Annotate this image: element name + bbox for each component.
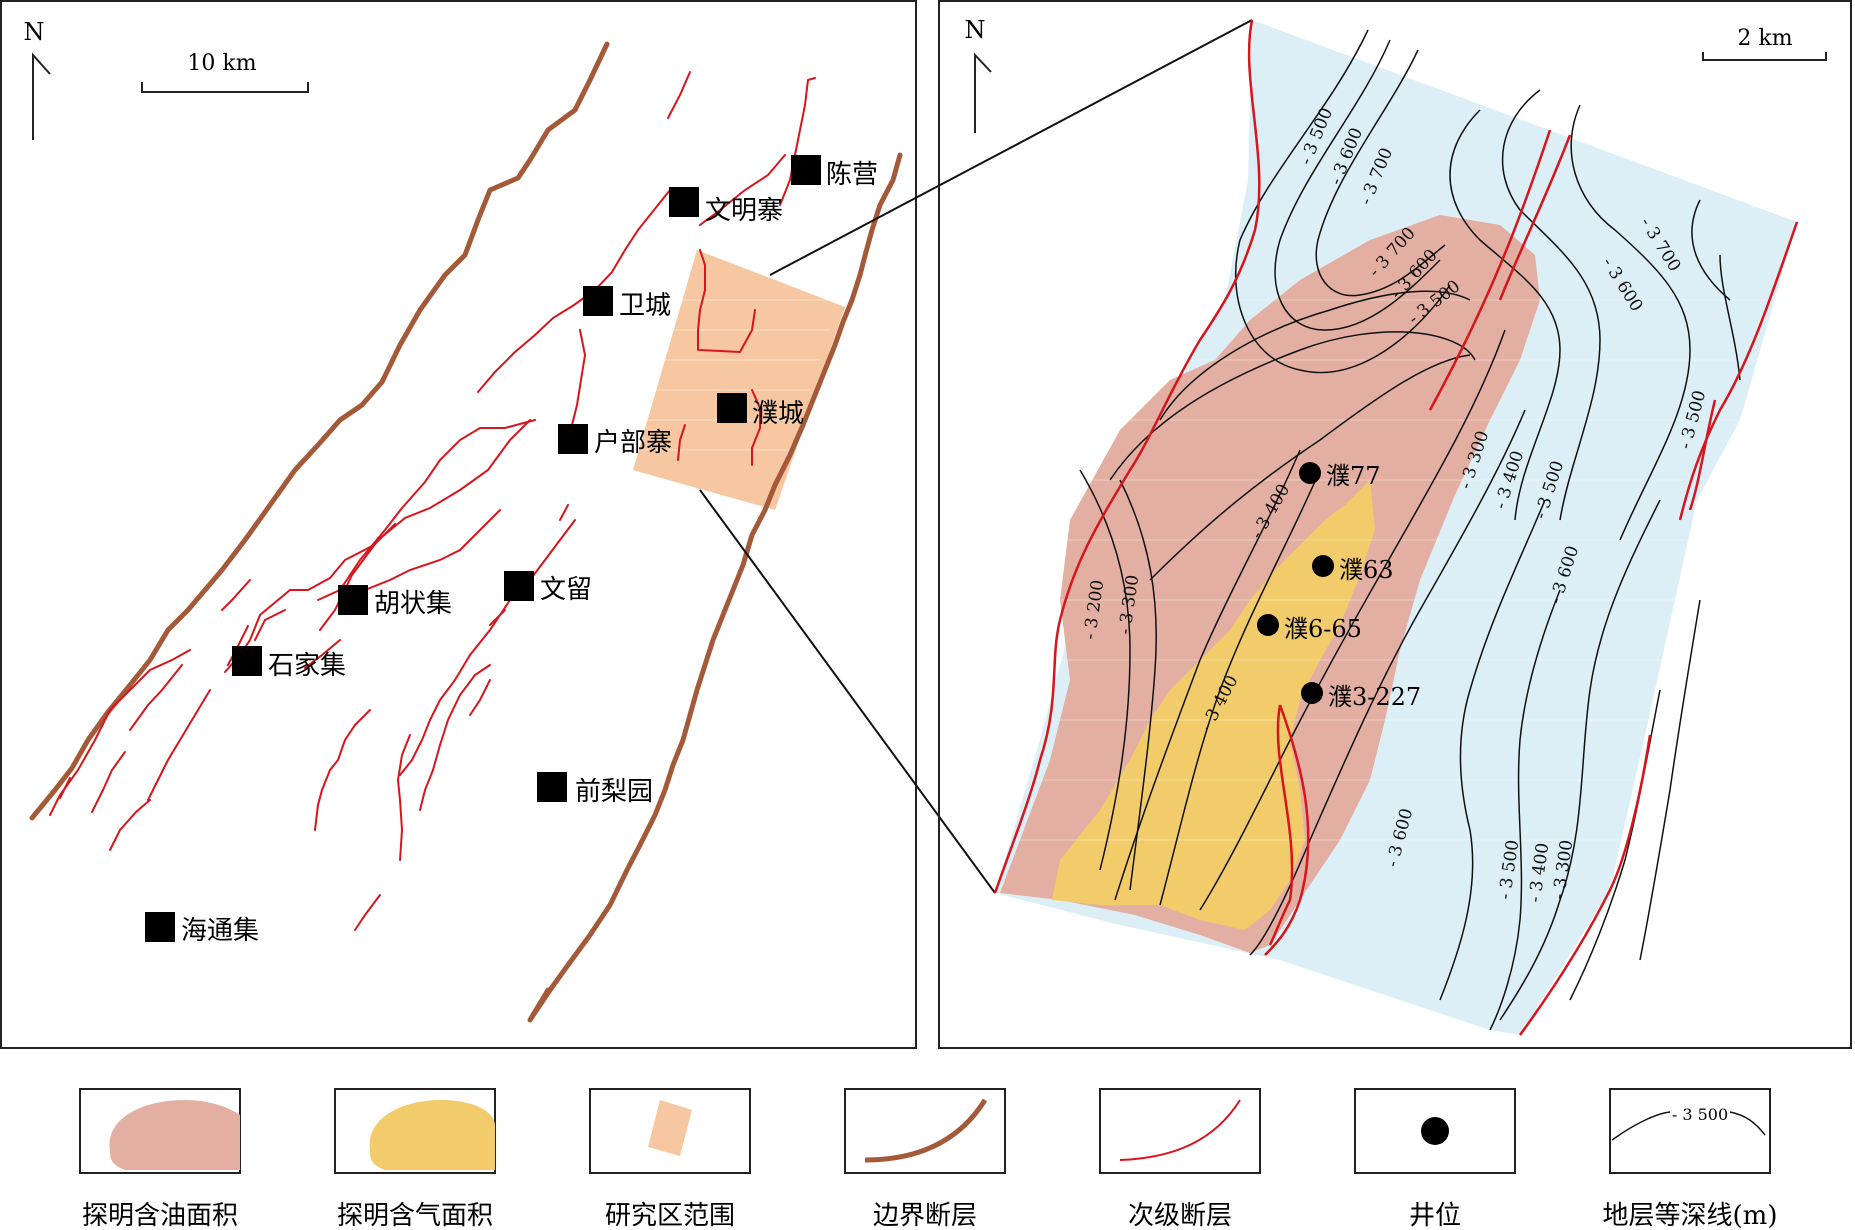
scale-bar: 2 km — [1702, 26, 1827, 61]
town-square-icon — [669, 187, 699, 217]
town-square-icon — [717, 393, 747, 423]
town-pucheng: 濮城 — [717, 393, 804, 429]
legend-label: 地层等深线(m) — [1603, 1201, 1778, 1230]
legend-item-contour: - 3 500 地层等深线(m) — [1603, 1088, 1778, 1230]
secondary-fault-icon — [1119, 1099, 1241, 1161]
north-arrow-icon: N — [965, 16, 992, 133]
legend-label: 井位 — [1409, 1201, 1461, 1230]
legend-item-study-area: 研究区范围 — [589, 1088, 751, 1230]
zoom-connectors — [699, 19, 1253, 894]
right-map-frame — [938, 0, 1852, 1049]
well-label: 濮77 — [1326, 462, 1381, 490]
well-label: 濮3-227 — [1328, 683, 1421, 711]
legend-item-oil: 探明含油面积 — [79, 1088, 241, 1230]
north-arrow-icon: N — [24, 18, 51, 140]
town-label: 陈营 — [826, 160, 878, 190]
wells: 濮77 濮63 濮6-65 濮3-227 — [1257, 462, 1421, 711]
well-icon — [1312, 555, 1334, 577]
boundary-fault-icon — [864, 1098, 988, 1163]
town-wenmingzhai: 文明寨 — [669, 187, 783, 226]
well-icon — [1257, 614, 1279, 636]
town-hubuzhai: 户部寨 — [558, 424, 672, 458]
town-chenying: 陈营 — [791, 155, 878, 190]
scale-bar: 10 km — [141, 51, 309, 93]
legend-label: 研究区范围 — [605, 1201, 735, 1230]
town-square-icon — [558, 424, 588, 454]
legend-item-well: 井位 — [1354, 1088, 1516, 1230]
well-icon — [1301, 682, 1323, 704]
contour-icon — [1611, 1111, 1671, 1141]
well-pu3-227: 濮3-227 — [1301, 682, 1421, 711]
legend: 探明含油面积 探明含气面积 研究区范围 边界断层 次级断层 — [79, 1088, 1778, 1230]
town-weicheng: 卫城 — [583, 286, 671, 321]
scale-label: 2 km — [1737, 26, 1792, 51]
gas-area-icon — [369, 1100, 495, 1170]
town-huzhuangji: 胡状集 — [338, 585, 452, 619]
left-map-frame — [0, 0, 917, 1049]
town-haitongji: 海通集 — [145, 912, 259, 946]
town-square-icon — [791, 155, 821, 185]
town-label: 文留 — [540, 575, 592, 605]
legend-label: 次级断层 — [1128, 1201, 1232, 1230]
well-pu77: 濮77 — [1299, 462, 1381, 490]
town-label: 户部寨 — [594, 428, 672, 458]
scale-label: 10 km — [187, 51, 256, 76]
legend-label: 探明含气面积 — [337, 1201, 493, 1230]
town-square-icon — [504, 571, 534, 601]
legend-label: 探明含油面积 — [82, 1201, 238, 1230]
town-wenliu: 文留 — [504, 571, 592, 605]
town-shijiaji: 石家集 — [232, 646, 346, 681]
right-map: N 2 km — [938, 0, 1852, 1049]
town-label: 海通集 — [181, 916, 259, 946]
well-pu63: 濮63 — [1312, 555, 1394, 584]
oil-area-icon — [109, 1100, 241, 1170]
boundary-faults — [29, 41, 903, 1023]
hatch-texture — [1000, 299, 1800, 841]
town-square-icon — [232, 646, 262, 676]
legend-item-secondary-fault: 次级断层 — [1099, 1088, 1261, 1230]
contour-lines — [1079, 29, 1741, 1031]
well-label: 濮63 — [1339, 556, 1394, 584]
town-label: 卫城 — [619, 291, 671, 321]
legend-item-boundary-fault: 边界断层 — [844, 1088, 1006, 1230]
town-markers: 陈营 文明寨 卫城 濮城 户部寨 胡状集 — [145, 155, 878, 946]
town-label: 石家集 — [268, 651, 346, 681]
study-area-icon — [648, 1100, 692, 1156]
well-label: 濮6-65 — [1284, 615, 1362, 643]
well-pu6-65: 濮6-65 — [1257, 614, 1362, 643]
well-icon — [1299, 462, 1321, 484]
town-label: 濮城 — [752, 399, 804, 429]
town-label: 文明寨 — [705, 196, 783, 226]
town-square-icon — [338, 585, 368, 615]
left-map: N 10 km — [0, 0, 917, 1049]
legend-label: 边界断层 — [873, 1201, 977, 1230]
legend-item-gas: 探明含气面积 — [334, 1088, 496, 1230]
town-square-icon — [537, 772, 567, 802]
north-label: N — [24, 18, 45, 46]
town-qianliyuan: 前梨园 — [537, 772, 653, 807]
right-map-faults — [993, 19, 1799, 1036]
north-label: N — [965, 16, 986, 44]
well-icon — [1421, 1117, 1449, 1145]
town-square-icon — [145, 912, 175, 942]
town-label: 前梨园 — [575, 777, 653, 807]
gas-area — [1052, 480, 1375, 930]
contour-sample-label: - 3 500 — [1672, 1105, 1728, 1124]
town-square-icon — [583, 286, 613, 316]
town-label: 胡状集 — [374, 589, 452, 619]
